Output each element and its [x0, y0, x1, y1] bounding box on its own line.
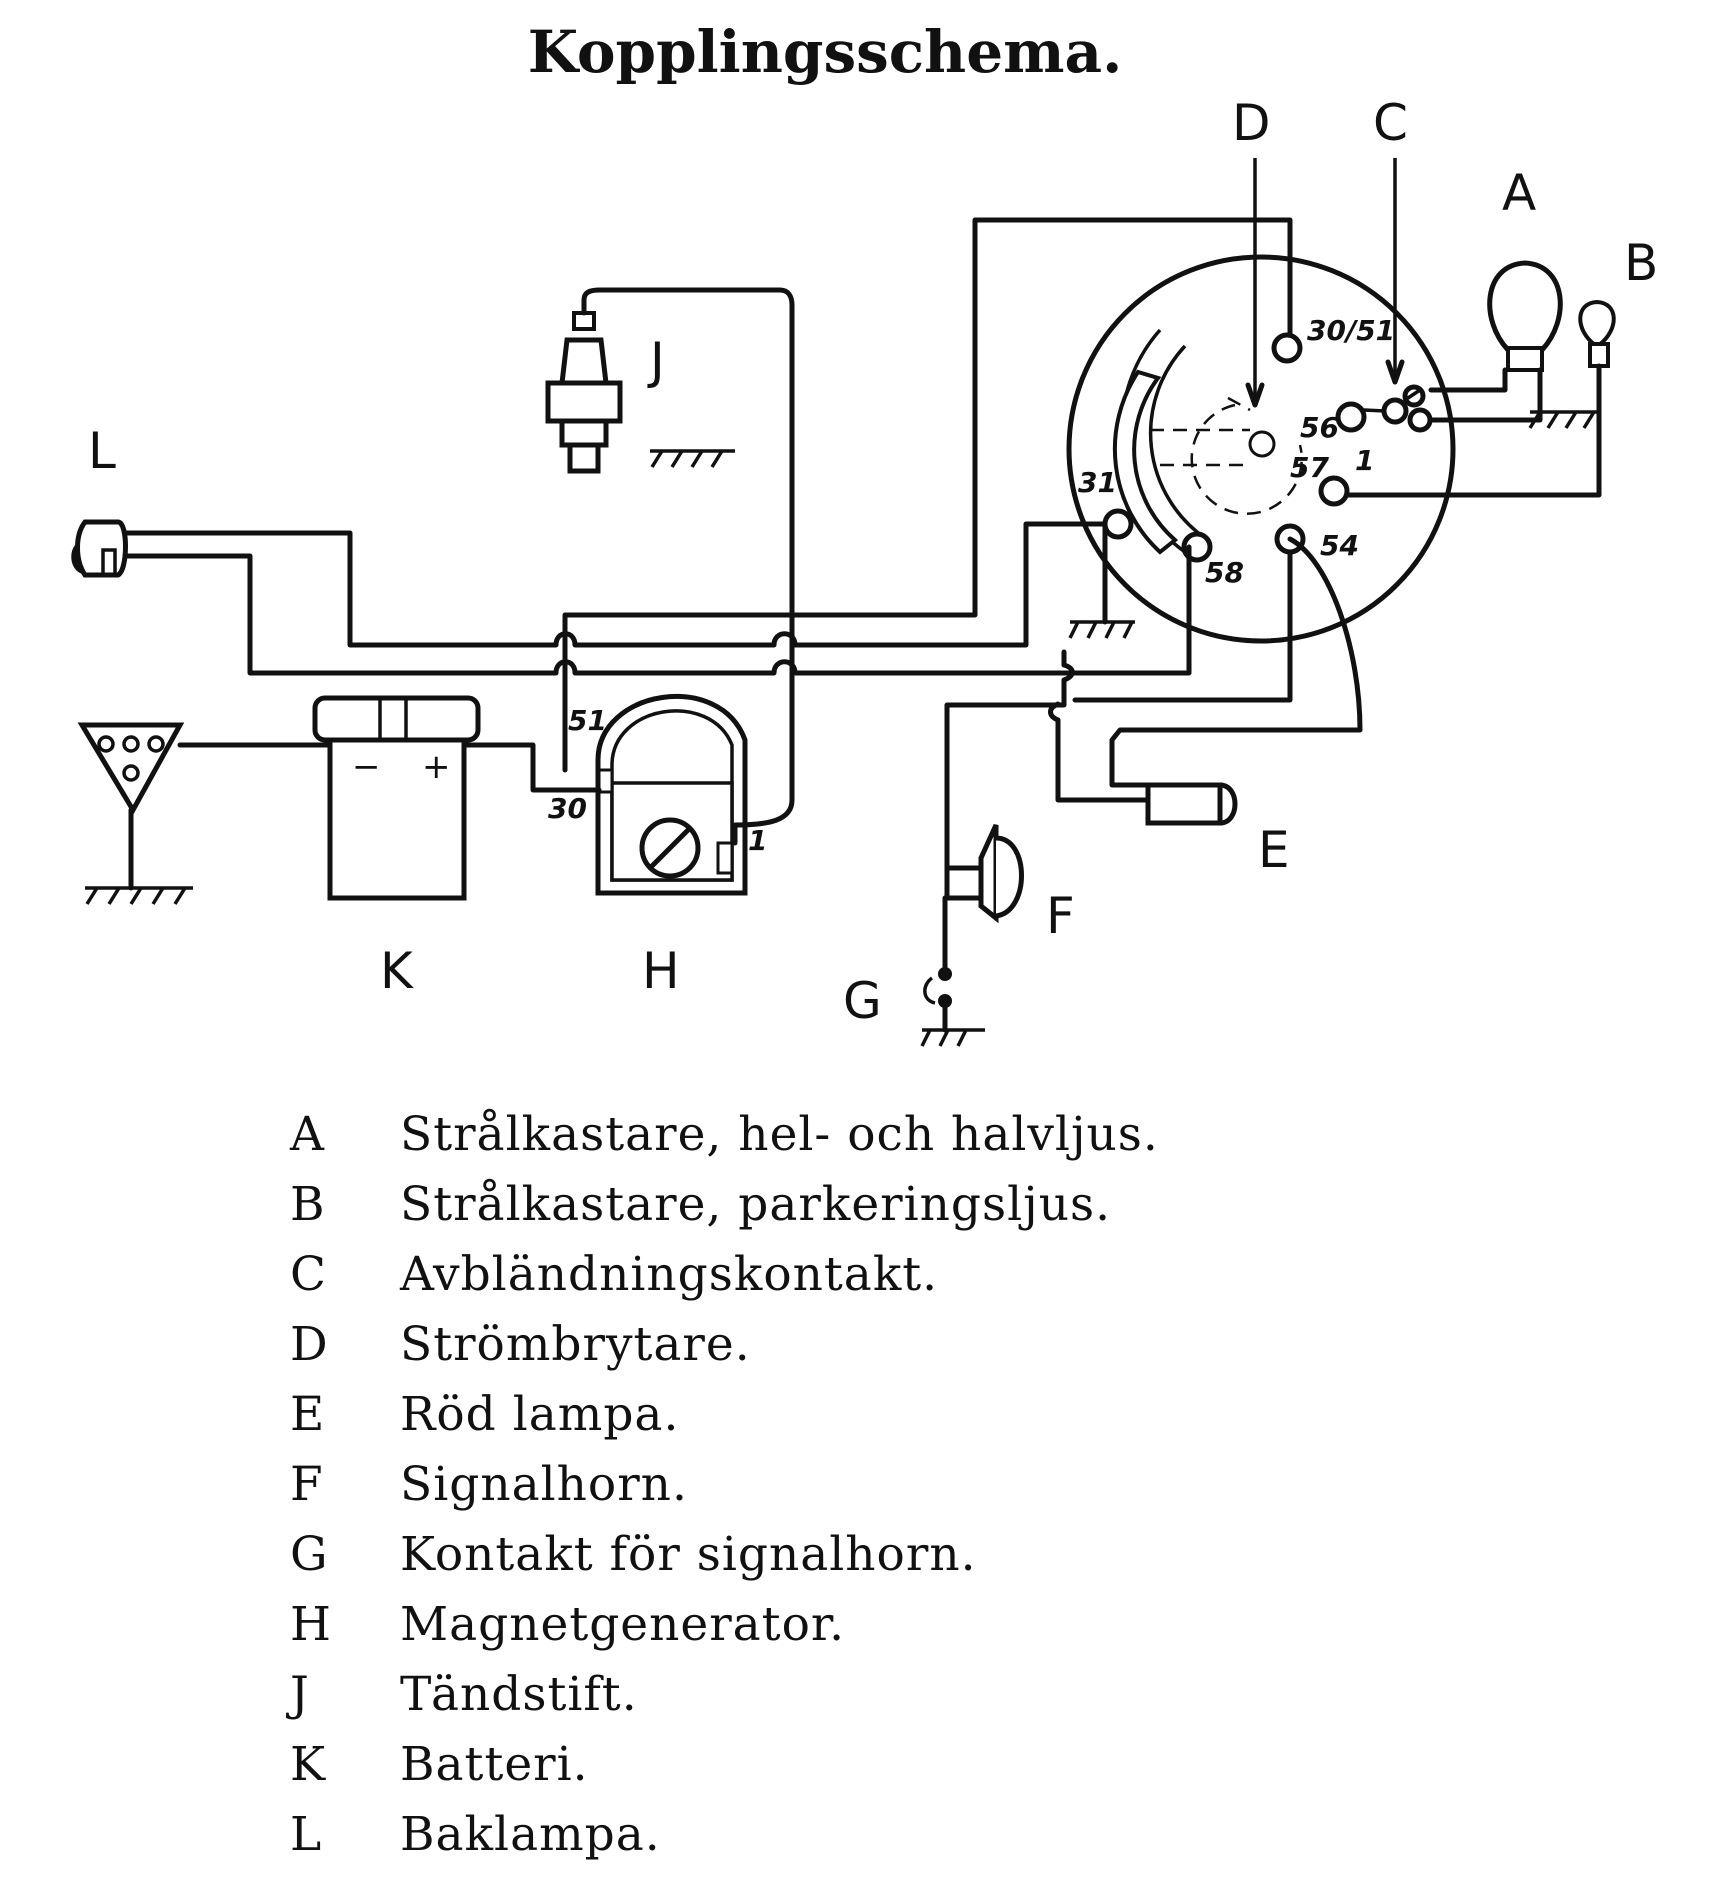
legend-key: H — [290, 1597, 332, 1652]
legend-item: E Röd lampa. — [290, 1380, 1159, 1450]
main-switch — [1066, 254, 1456, 644]
battery-minus: − — [352, 747, 381, 787]
legend-text: Röd lampa. — [400, 1387, 680, 1442]
label-j: J — [647, 332, 665, 390]
legend-item: L Baklampa. — [290, 1800, 1159, 1870]
legend-key: F — [290, 1457, 324, 1512]
legend-key: C — [290, 1247, 327, 1302]
legend-key: E — [290, 1387, 326, 1442]
magneto-generator — [595, 694, 748, 896]
horn-contact — [923, 967, 952, 1008]
legend-key: D — [290, 1317, 329, 1372]
horn — [944, 823, 1024, 924]
legend-item: K Batteri. — [290, 1730, 1159, 1800]
legend-text: Tändstift. — [400, 1667, 638, 1722]
legend-key: B — [290, 1177, 326, 1232]
legend-item: D Strömbrytare. — [290, 1310, 1159, 1380]
label-k: K — [380, 942, 414, 1000]
terminal-31: 31 — [1078, 466, 1117, 499]
terminal-30-51: 30/51 — [1307, 314, 1395, 347]
legend-key: G — [290, 1527, 329, 1582]
legend-item: B Strålkastare, parkeringsljus. — [290, 1170, 1159, 1240]
junction-block — [77, 722, 185, 816]
terminal-58: 58 — [1205, 556, 1244, 589]
label-g: G — [843, 972, 882, 1030]
headlight-bulb — [1487, 260, 1563, 372]
spark-plug — [545, 311, 623, 474]
terminal-54: 54 — [1320, 529, 1359, 562]
legend-text: Batteri. — [400, 1737, 589, 1792]
label-b: B — [1624, 234, 1658, 292]
legend-item: G Kontakt för signalhorn. — [290, 1520, 1159, 1590]
diagram-title: Kopplingsschema. — [527, 18, 1123, 86]
red-lamp — [1145, 782, 1238, 826]
label-l: L — [88, 422, 116, 480]
battery-plus: + — [422, 747, 451, 787]
legend-item: C Avbländningskontakt. — [290, 1240, 1159, 1310]
battery: − + — [312, 695, 481, 901]
terminal-30: 30 — [548, 792, 587, 825]
parking-bulb — [1578, 299, 1616, 368]
legend-key: K — [290, 1737, 327, 1792]
label-e: E — [1258, 821, 1290, 879]
label-h: H — [642, 942, 680, 1000]
legend-text: Strålkastare, hel- och halvljus. — [400, 1107, 1159, 1162]
label-a: A — [1502, 164, 1536, 222]
legend-text: Baklampa. — [400, 1807, 661, 1862]
dip-switch — [1363, 384, 1433, 433]
terminal-57: 57 — [1290, 451, 1329, 484]
legend: A Strålkastare, hel- och halvljus. B Strål… — [290, 1100, 1159, 1870]
legend-text: Strålkastare, parkeringsljus. — [400, 1177, 1112, 1232]
label-d: D — [1232, 94, 1271, 152]
label-c: C — [1373, 94, 1408, 152]
legend-item: A Strålkastare, hel- och halvljus. — [290, 1100, 1159, 1170]
legend-text: Avbländningskontakt. — [400, 1247, 939, 1302]
legend-item: J Tändstift. — [290, 1660, 1159, 1730]
legend-text: Strömbrytare. — [400, 1317, 751, 1372]
legend-text: Magnetgenerator. — [400, 1597, 846, 1652]
wiring-diagram: − + — [71, 94, 1658, 1047]
tail-lamp — [71, 519, 128, 578]
legend-text: Kontakt för signalhorn. — [400, 1527, 977, 1582]
legend-key: J — [290, 1667, 310, 1722]
legend-item: F Signalhorn. — [290, 1450, 1159, 1520]
legend-item: H Magnetgenerator. — [290, 1590, 1159, 1660]
legend-text: Signalhorn. — [400, 1457, 688, 1512]
terminal-51: 51 — [568, 704, 607, 737]
wires — [122, 158, 1602, 1033]
label-f: F — [1046, 887, 1075, 945]
terminal-1-switch: 1 — [1355, 444, 1374, 477]
legend-key: A — [290, 1107, 325, 1162]
legend-key: L — [290, 1807, 323, 1862]
terminal-56: 56 — [1300, 411, 1339, 444]
terminal-1-generator: 1 — [748, 824, 767, 857]
